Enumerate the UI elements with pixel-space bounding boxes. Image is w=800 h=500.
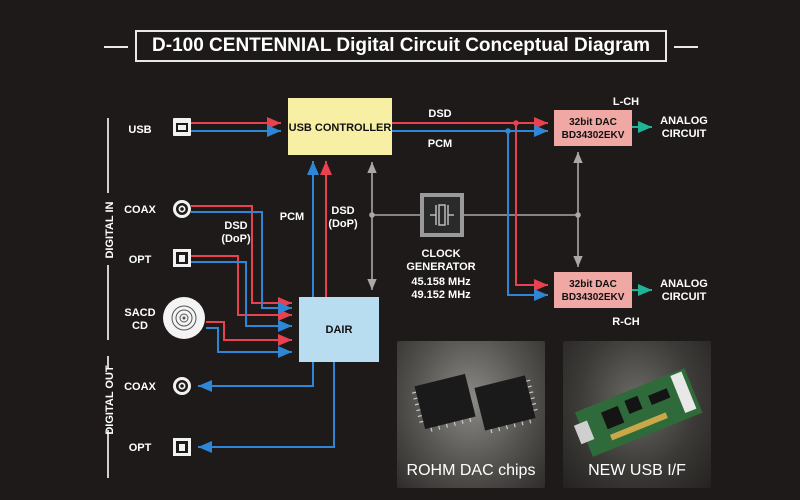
rohm-dac-photo: ROHM DAC chips <box>397 341 545 488</box>
clock-lines <box>367 152 583 290</box>
pcm-signal-lines <box>191 125 548 453</box>
dair-block <box>299 297 379 362</box>
dair-label: DAIR <box>326 324 353 336</box>
title-line-left <box>104 46 128 48</box>
dac-r-line2: BD34302EKV <box>562 292 625 303</box>
usb-if-caption: NEW USB I/F <box>588 462 686 479</box>
dsd-top-label: DSD <box>428 108 451 120</box>
clock-label-1: CLOCK <box>421 248 460 260</box>
io-labels: USB COAX OPT SACD CD COAX OPT <box>124 124 156 454</box>
pcm-mid-label: PCM <box>280 211 304 223</box>
board-illustration <box>573 368 703 457</box>
opt-out-icon <box>173 438 191 456</box>
analog-r-label-1: ANALOG <box>660 278 708 290</box>
dsd-dop-left-label-1: DSD <box>224 220 247 232</box>
dsd-dop-label-2: (DoP) <box>328 218 358 230</box>
cd-label: CD <box>132 320 148 332</box>
coax-in-label: COAX <box>124 204 156 216</box>
r-ch-label: R-CH <box>612 316 640 328</box>
usb-controller-label: USB CONTROLLER <box>289 122 392 134</box>
clock-label-2: GENERATOR <box>406 261 475 273</box>
dac-l-line1: 32bit DAC <box>569 117 617 128</box>
l-ch-label: L-CH <box>613 96 639 108</box>
usb-port-icon <box>173 118 191 136</box>
opt-in-label: OPT <box>129 254 152 266</box>
dac-r-block <box>554 272 632 308</box>
analog-l-label-1: ANALOG <box>660 115 708 127</box>
dsd-dop-label-1: DSD <box>331 205 354 217</box>
digital-in-label: DIGITAL IN <box>104 201 116 258</box>
chip-illustration <box>411 373 538 434</box>
pcm-top-label: PCM <box>428 138 452 150</box>
coax-out-icon <box>173 377 191 395</box>
analog-output-arrows <box>632 121 652 296</box>
usb-controller-block <box>288 98 392 155</box>
diagram-title: D-100 CENTENNIAL Digital Circuit Concept… <box>135 30 667 62</box>
opt-in-icon <box>173 249 191 267</box>
dsd-signal-lines <box>191 117 548 346</box>
dac-l-block <box>554 110 632 146</box>
coax-out-label: COAX <box>124 381 156 393</box>
signal-labels: DSD PCM PCM DSD (DoP) DSD (DoP) L-CH R-C… <box>221 96 708 328</box>
title-line-right <box>674 46 698 48</box>
analog-r-label-2: CIRCUIT <box>662 291 707 303</box>
diagram-title-text: D-100 CENTENNIAL Digital Circuit Concept… <box>152 35 650 56</box>
dac-l-line2: BD34302EKV <box>562 130 625 141</box>
usb-if-photo: NEW USB I/F <box>563 341 711 488</box>
analog-l-label-2: CIRCUIT <box>662 128 707 140</box>
sacd-disc-icon <box>163 297 205 339</box>
dsd-dop-left-label-2: (DoP) <box>221 233 251 245</box>
clock-junctions <box>369 212 581 218</box>
rohm-caption: ROHM DAC chips <box>406 462 536 479</box>
digital-out-label: DIGITAL OUT <box>104 365 116 435</box>
sacd-label: SACD <box>124 307 155 319</box>
coax-in-icon <box>173 200 191 218</box>
freq-label-1: 45.158 MHz <box>411 276 471 288</box>
usb-label: USB <box>128 124 151 136</box>
opt-out-label: OPT <box>129 442 152 454</box>
clock-generator-icon <box>420 193 464 237</box>
signal-junctions <box>505 120 519 134</box>
dac-r-line1: 32bit DAC <box>569 279 617 290</box>
freq-label-2: 49.152 MHz <box>411 289 471 301</box>
